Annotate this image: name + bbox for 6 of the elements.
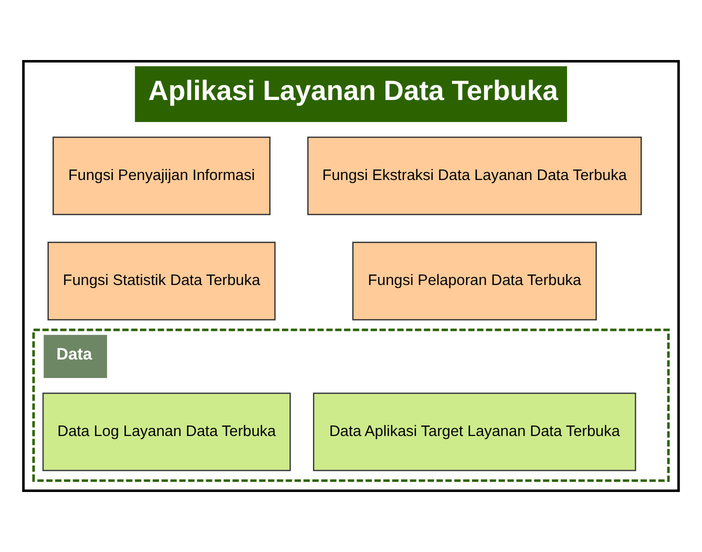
node-box: Fungsi Ekstraksi Data Layanan Data Terbuka: [307, 136, 642, 216]
node-box: Fungsi Statistik Data Terbuka: [48, 242, 276, 320]
node-box: Data Aplikasi Target Layanan Data Terbuka: [312, 392, 636, 472]
node-box: Fungsi Penyajijan Informasi: [52, 136, 271, 216]
node-box: Fungsi Pelaporan Data Terbuka: [352, 242, 597, 320]
node-box: Data Log Layanan Data Terbuka: [42, 392, 291, 472]
